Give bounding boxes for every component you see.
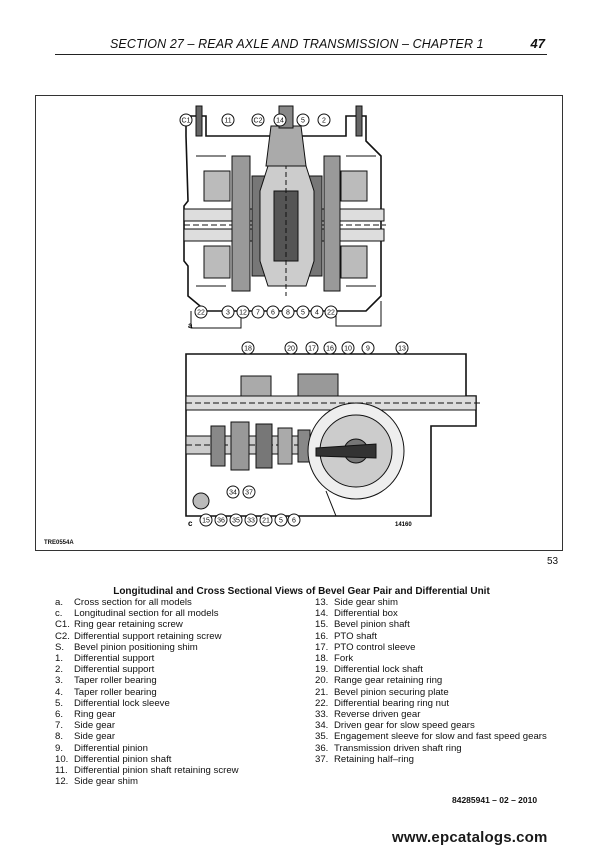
legend-item: 5.Differential lock sleeve xyxy=(55,697,170,709)
view-a-top-callouts: C1 11 C2 14 5 2 xyxy=(179,113,331,127)
legend-left-column: a.Cross section for all models c.Longitu… xyxy=(55,597,300,787)
legend-item: 1.Differential support xyxy=(55,653,155,665)
legend-item: 4.Taper roller bearing xyxy=(55,686,157,698)
view-c-drawing xyxy=(185,353,481,517)
svg-text:15: 15 xyxy=(202,518,210,525)
legend-item: 3.Taper roller bearing xyxy=(55,675,157,687)
figure-caption: Longitudinal and Cross Sectional Views o… xyxy=(113,586,490,597)
view-a-label: a xyxy=(188,321,193,330)
svg-text:9: 9 xyxy=(366,346,370,353)
svg-text:8: 8 xyxy=(286,310,290,317)
legend-item: a.Cross section for all models xyxy=(55,597,192,608)
svg-text:18: 18 xyxy=(244,346,252,353)
legend-right-column: 13.Side gear shim 14.Differential box 15… xyxy=(315,597,550,765)
svg-text:12: 12 xyxy=(239,310,247,317)
legend-item: 37.Retaining half–ring xyxy=(315,753,415,765)
callout-2: 2 xyxy=(322,118,326,125)
svg-text:10: 10 xyxy=(344,346,352,353)
svg-text:17: 17 xyxy=(308,346,316,353)
legend-item: 21.Bevel pinion securing plate xyxy=(315,686,449,698)
callout-c2: C2 xyxy=(254,118,263,125)
svg-text:35: 35 xyxy=(232,518,240,525)
page-header: SECTION 27 – REAR AXLE AND TRANSMISSION … xyxy=(55,36,547,55)
svg-text:22: 22 xyxy=(327,310,335,317)
callout-14: 14 xyxy=(276,118,284,125)
site-watermark: www.epcatalogs.com xyxy=(392,829,548,846)
legend-item: 36.Transmission driven shaft ring xyxy=(315,742,462,754)
view-c-label: c xyxy=(188,519,193,528)
svg-text:36: 36 xyxy=(217,518,225,525)
svg-text:7: 7 xyxy=(256,310,260,317)
svg-text:21: 21 xyxy=(262,518,270,525)
legend-item: 14.Differential box xyxy=(315,608,398,620)
section-title: SECTION 27 – REAR AXLE AND TRANSMISSION … xyxy=(110,37,484,51)
view-a-bottom-callouts: 22 3 12 7 6 8 5 4 22 xyxy=(194,305,338,319)
callout-5: 5 xyxy=(301,118,305,125)
callout-c1: C1 xyxy=(182,118,191,125)
svg-text:13: 13 xyxy=(398,346,406,353)
legend-item: 19.Differential lock shaft xyxy=(315,664,423,676)
svg-text:6: 6 xyxy=(271,310,275,317)
svg-text:33: 33 xyxy=(247,518,255,525)
legend-item: 35.Engagement sleeve for slow and fast s… xyxy=(315,731,547,743)
legend-item: 8.Side gear xyxy=(55,731,116,743)
figure-ref-number: 14160 xyxy=(395,522,412,528)
callout-11: 11 xyxy=(224,118,231,125)
legend-item: 33.Reverse driven gear xyxy=(315,709,421,721)
svg-text:3: 3 xyxy=(226,310,230,317)
legend-item: 12.Side gear shim xyxy=(55,776,138,788)
svg-text:4: 4 xyxy=(315,310,319,317)
legend-item: 6.Ring gear xyxy=(55,709,116,721)
legend-item: 20.Range gear retaining ring xyxy=(315,675,443,687)
svg-text:6: 6 xyxy=(292,518,296,525)
svg-text:37: 37 xyxy=(245,490,253,497)
svg-text:34: 34 xyxy=(229,490,237,497)
svg-text:5: 5 xyxy=(279,518,283,525)
svg-text:22: 22 xyxy=(197,310,205,317)
view-c-top-callouts: 18 20 17 16 10 9 13 xyxy=(241,341,409,355)
legend-item: 11.Differential pinion shaft retaining s… xyxy=(55,765,239,777)
legend-item: 13.Side gear shim xyxy=(315,597,398,608)
legend-item: 34.Driven gear for slow speed gears xyxy=(315,720,475,732)
view-c-mid-callouts: 34 37 xyxy=(226,485,256,499)
legend-item: 17.PTO control sleeve xyxy=(315,641,416,653)
svg-text:20: 20 xyxy=(287,346,295,353)
svg-text:16: 16 xyxy=(326,346,334,353)
legend-item: 7.Side gear xyxy=(55,720,116,732)
document-reference: 84285941 – 02 – 2010 xyxy=(452,795,538,805)
svg-text:5: 5 xyxy=(301,310,305,317)
cross-section-drawing: C1 11 C2 14 5 2 22 3 12 7 6 8 5 4 22 a xyxy=(179,105,481,528)
legend-item: c.Longitudinal section for all models xyxy=(55,608,219,620)
legend-item: 2.Differential support xyxy=(55,664,155,676)
legend-item: S.Bevel pinion positioning shim xyxy=(55,641,198,653)
figure-number: 53 xyxy=(547,556,559,567)
figure-code: TRE0554A xyxy=(44,540,74,546)
legend-item: C2.Differential support retaining screw xyxy=(55,630,222,642)
figure-frame: C1 11 C2 14 5 2 22 3 12 7 6 8 5 4 22 a xyxy=(35,95,563,551)
legend-item: 16.PTO shaft xyxy=(315,630,378,642)
legend-item: 18.Fork xyxy=(315,653,354,665)
view-a-drawing xyxy=(183,105,386,329)
legend-item: 22.Differential bearing ring nut xyxy=(315,697,450,709)
legend-item: 10.Differential pinion shaft xyxy=(55,753,172,765)
page-number: 47 xyxy=(530,36,545,51)
legend-item: 15.Bevel pinion shaft xyxy=(315,619,410,631)
legend-item: 9.Differential pinion xyxy=(55,742,148,754)
legend-item: C1.Ring gear retaining screw xyxy=(55,619,183,631)
view-c-bottom-callouts: 15 36 35 33 21 5 6 xyxy=(199,513,301,527)
